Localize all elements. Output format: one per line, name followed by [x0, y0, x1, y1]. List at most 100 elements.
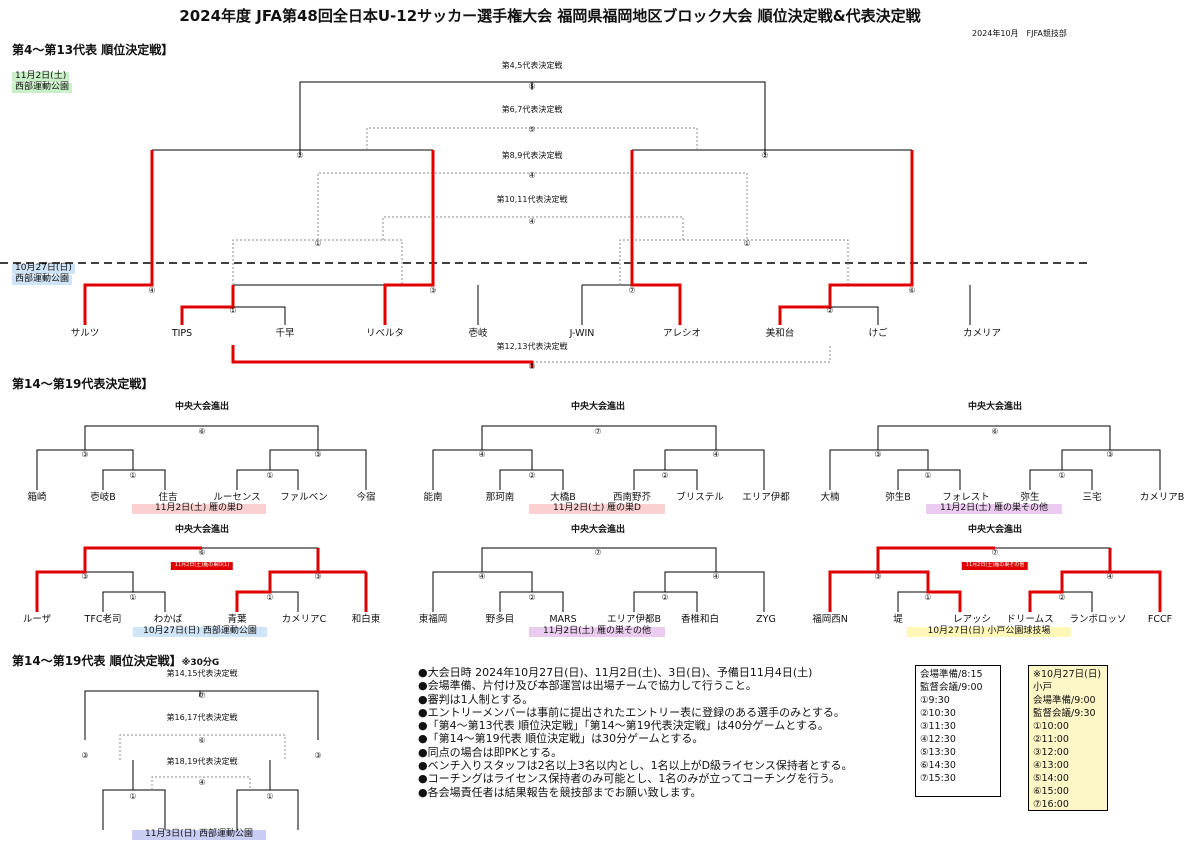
- team-name: 堤: [893, 614, 903, 625]
- venue-label: 11月3日(日) 西部運動公園: [132, 829, 266, 840]
- match-label: 第6,7代表決定戦: [501, 105, 563, 114]
- match-number: ③: [1106, 450, 1114, 459]
- match-number: ⑥: [908, 286, 916, 295]
- venue-label: 10月27日(日) 西部運動公園: [133, 626, 267, 637]
- team-name: 大楠: [820, 492, 840, 503]
- info-line: ●同点の場合は即PKとする。: [418, 745, 563, 759]
- schedule-line: ⑦16:00: [1033, 799, 1069, 810]
- match-number: ②: [761, 151, 769, 160]
- match-number: ①: [314, 239, 322, 248]
- match-number: ③: [874, 450, 882, 459]
- date-label: 10月27日(日): [12, 263, 75, 274]
- group-heading: 中央大会進出: [174, 402, 230, 412]
- date-label: 11月2日(土): [12, 71, 70, 82]
- match-number: ⑥: [198, 427, 206, 436]
- group-heading: 中央大会進出: [967, 402, 1023, 412]
- match-number: ⑤: [528, 82, 536, 91]
- match-number: ②: [528, 593, 536, 602]
- match-number: ②: [1058, 593, 1066, 602]
- match-number: ⑦: [198, 691, 206, 700]
- schedule-line: ④12:30: [920, 734, 956, 745]
- match-number: ③: [81, 751, 89, 760]
- schedule-line: ①9:30: [920, 695, 950, 706]
- match-number: ③: [314, 572, 322, 581]
- schedule-line: 会場準備/9:00: [1033, 695, 1096, 706]
- match-number: ④: [478, 572, 486, 581]
- page-subtitle: 2024年10月 FJFA競技部: [972, 29, 1067, 38]
- section-heading-2: 第14～第19代表決定戦】: [12, 377, 154, 391]
- match-number: ①: [129, 471, 137, 480]
- match-number: ⑦: [594, 427, 602, 436]
- team-name: 野多目: [485, 614, 515, 625]
- venue-label: 11月2日(土) 雁の巣D: [132, 503, 266, 514]
- team-name: ルーザ: [22, 614, 52, 625]
- match-number: ①: [266, 471, 274, 480]
- match-number: ①: [924, 471, 932, 480]
- schedule-line: ⑥14:30: [920, 760, 956, 771]
- info-line: ●「第4～第13代表 順位決定戦」「第14～第19代表決定戦」は40分ゲームとす…: [418, 719, 829, 733]
- info-line: ●会場準備、片付け及び本部運営は出場チームで協力して行うこと。: [418, 679, 757, 693]
- team-name: 箱崎: [27, 492, 47, 503]
- match-number: ⑦: [594, 548, 602, 557]
- team-name: 弥生B: [885, 492, 911, 503]
- schedule-line: ②10:30: [920, 708, 956, 719]
- match-number: ③: [874, 572, 882, 581]
- info-line: ●審判は1人制とする。: [418, 692, 534, 706]
- team-name: 大橋B: [550, 492, 576, 503]
- team-name: レアッシ: [952, 614, 992, 625]
- match-label: 第10,11代表決定戦: [496, 195, 568, 204]
- schedule-line: ⑤14:00: [1033, 773, 1069, 784]
- schedule-line: ⑤13:30: [920, 747, 956, 758]
- team-name: TFC老司: [84, 614, 122, 625]
- team-name: 今宿: [356, 492, 376, 503]
- red-note-badge: 11月2日(土)雁の巣D(1): [170, 562, 234, 570]
- match-number: ①: [129, 593, 137, 602]
- red-note-badge: 11月2日(土)雁の巣その他: [961, 562, 1029, 570]
- group-heading: 中央大会進出: [967, 525, 1023, 535]
- match-number: ④: [528, 217, 536, 226]
- match-number: ④: [712, 572, 720, 581]
- match-number: ②: [528, 471, 536, 480]
- team-name: MARS: [549, 614, 577, 625]
- match-number: ①: [743, 239, 751, 248]
- team-name: エリア伊都B: [606, 614, 662, 625]
- info-line: ●各会場責任者は結果報告を競技部までお願い致します。: [418, 785, 702, 799]
- team-name: 香椎和白: [680, 614, 720, 625]
- match-label: 第16,17代表決定戦: [166, 713, 238, 722]
- team-name: リベルタ: [365, 328, 405, 339]
- match-number: ②: [296, 151, 304, 160]
- match-number: ⑥: [991, 427, 999, 436]
- venue-label: 西部運動公園: [12, 82, 73, 93]
- team-name: 千早: [275, 328, 295, 339]
- match-number: ④: [198, 778, 206, 787]
- match-number: ⑦: [991, 548, 999, 557]
- match-number: ②: [826, 306, 834, 315]
- match-number: ①: [266, 593, 274, 602]
- match-number: ③: [314, 450, 322, 459]
- match-label: 第4,5代表決定戦: [501, 61, 563, 70]
- match-number: ③: [314, 751, 322, 760]
- section-heading-3: 第14～第19代表 順位決定戦】※30分G: [12, 654, 219, 669]
- match-label: 第14,15代表決定戦: [166, 669, 238, 678]
- team-name: わかば: [153, 614, 183, 625]
- venue-label: 西部運動公園: [12, 274, 73, 285]
- match-number: ④: [712, 450, 720, 459]
- team-name: ブリステル: [676, 492, 724, 503]
- match-number: ⑦: [628, 286, 636, 295]
- team-name: ランボロッソ: [1069, 614, 1127, 625]
- match-number: ①: [229, 306, 237, 315]
- team-name: 那珂南: [485, 492, 515, 503]
- team-name: 美和台: [765, 328, 795, 339]
- venue-label: 10月27日(日) 小戸公園球技場: [907, 626, 1071, 637]
- team-name: 壱岐B: [90, 492, 116, 503]
- team-name: ルーセンス: [213, 492, 261, 503]
- team-name: けご: [868, 328, 888, 339]
- schedule-line: 会場準備/8:15: [920, 669, 983, 680]
- match-number: ③: [81, 572, 89, 581]
- team-name: アレシオ: [662, 328, 702, 339]
- match-number: ④: [148, 286, 156, 295]
- schedule-line: ③12:00: [1033, 747, 1069, 758]
- team-name: ファルベン: [280, 492, 328, 503]
- team-name: 能南: [423, 492, 443, 503]
